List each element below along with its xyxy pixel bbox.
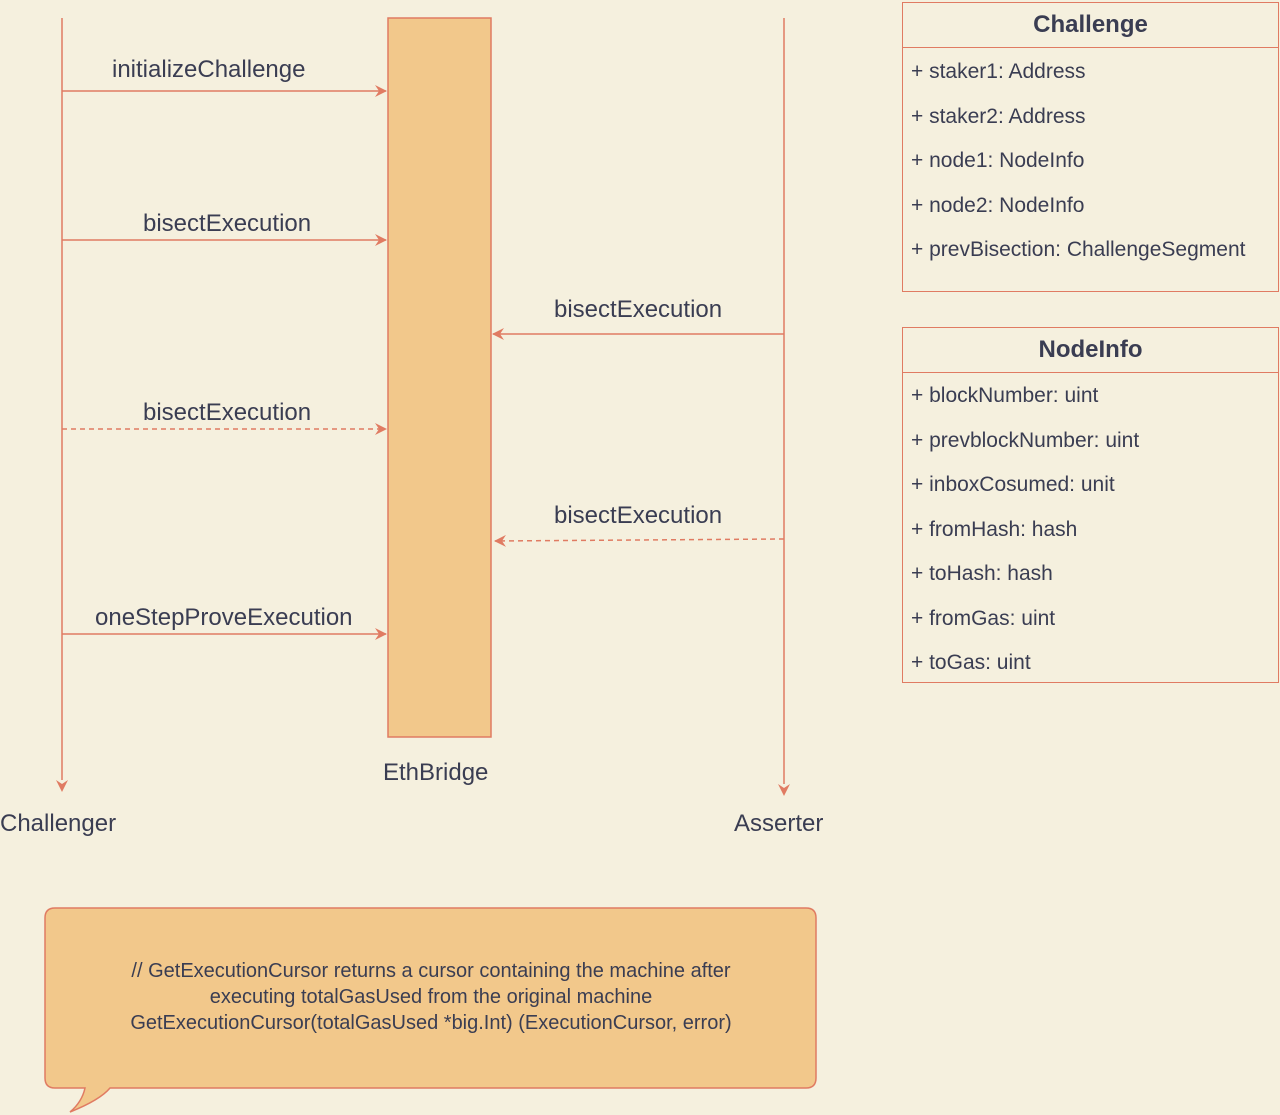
class-attribute: + toHash: hash	[911, 562, 1053, 585]
class-title-nodeinfo: NodeInfo	[903, 328, 1278, 373]
class-attribute: + prevblockNumber: uint	[911, 428, 1140, 452]
participant-asserter-label: Asserter	[734, 810, 824, 837]
participant-ethbridge-label: EthBridge	[383, 759, 489, 786]
message-label-initialize-challenge: initializeChallenge	[112, 56, 306, 83]
note-comment: // GetExecutionCursor returns a cursor c…	[46, 958, 816, 1036]
challenger-lifeline-arrowhead	[56, 780, 68, 792]
class-attribute: + staker1: Address	[911, 60, 1086, 83]
class-box-nodeinfo: NodeInfo + blockNumber: uint + prevblock…	[902, 327, 1279, 683]
class-attribute: + toGas: uint	[911, 651, 1031, 674]
class-attribute: + fromHash: hash	[911, 517, 1078, 541]
message-label-one-step-prove-execution: oneStepProveExecution	[95, 604, 353, 631]
ethbridge-activation-bar	[387, 17, 492, 738]
asserter-lifeline-arrowhead	[778, 784, 790, 796]
note-line: GetExecutionCursor(totalGasUsed *big.Int…	[130, 1012, 732, 1034]
message-label-bisect-execution-1: bisectExecution	[143, 210, 312, 237]
participant-challenger-label: Challenger	[0, 810, 117, 837]
class-attribute: + inboxCosumed: unit	[911, 473, 1115, 496]
message-arrow-bisect-execution-4	[494, 534, 785, 547]
class-attribute: + prevBisection: ChallengeSegment	[911, 238, 1246, 261]
class-attribute: + node1: NodeInfo	[911, 149, 1085, 172]
class-box-challenge: Challenge + staker1: Address + staker2: …	[902, 2, 1279, 292]
class-attribute: + blockNumber: uint	[911, 384, 1099, 407]
class-attribute: + fromGas: uint	[911, 606, 1056, 630]
class-attribute: + node2: NodeInfo	[911, 193, 1085, 217]
note-callout-shape	[44, 907, 817, 1113]
message-label-bisect-execution-4: bisectExecution	[554, 502, 723, 529]
note-line: executing totalGasUsed from the original…	[209, 986, 653, 1008]
class-title-challenge: Challenge	[903, 3, 1278, 48]
note-line: // GetExecutionCursor returns a cursor c…	[131, 960, 731, 982]
class-attribute: + staker2: Address	[911, 104, 1086, 128]
message-label-bisect-execution-3: bisectExecution	[143, 399, 312, 426]
message-label-bisect-execution-2: bisectExecution	[554, 296, 723, 323]
